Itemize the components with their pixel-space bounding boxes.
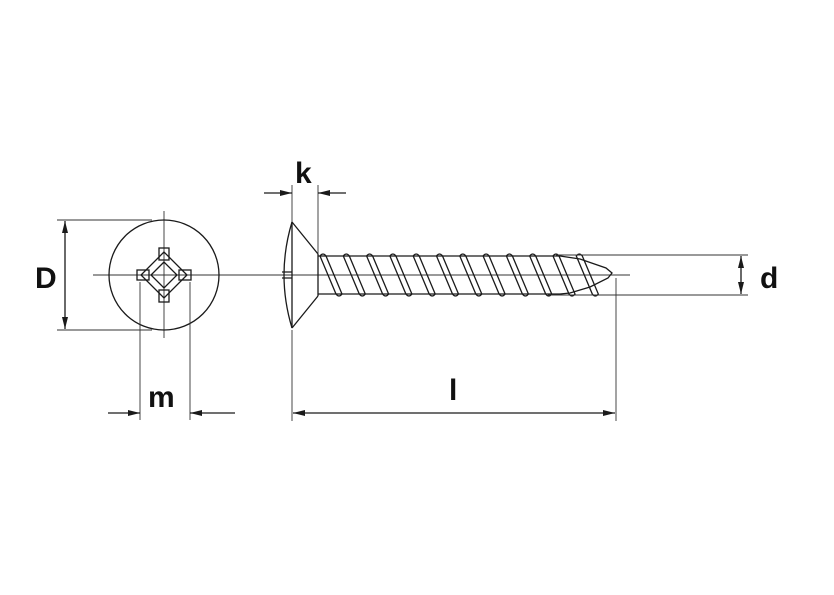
thread-crest	[505, 253, 530, 297]
label-k: k	[295, 157, 312, 190]
thread-crest	[435, 253, 460, 297]
thread-crest	[365, 253, 390, 297]
label-D: D	[35, 262, 57, 295]
thread-crest	[412, 253, 436, 297]
dimension-l	[291, 278, 617, 421]
dimension-D	[57, 219, 152, 331]
label-d: d	[760, 262, 778, 295]
dimension-k	[264, 185, 346, 254]
thread-crest	[342, 253, 367, 297]
label-m: m	[148, 381, 175, 414]
thread-crest	[389, 253, 413, 297]
threaded-shank	[318, 253, 613, 297]
label-l: l	[449, 374, 457, 407]
thread-crest	[459, 253, 483, 297]
thread-crest	[528, 253, 553, 297]
head-top-view	[108, 219, 220, 331]
thread-crest	[482, 253, 506, 297]
dimension-d	[548, 254, 748, 296]
dimension-m	[108, 282, 235, 420]
thread-crest	[319, 253, 343, 297]
head-side-view	[282, 221, 319, 329]
